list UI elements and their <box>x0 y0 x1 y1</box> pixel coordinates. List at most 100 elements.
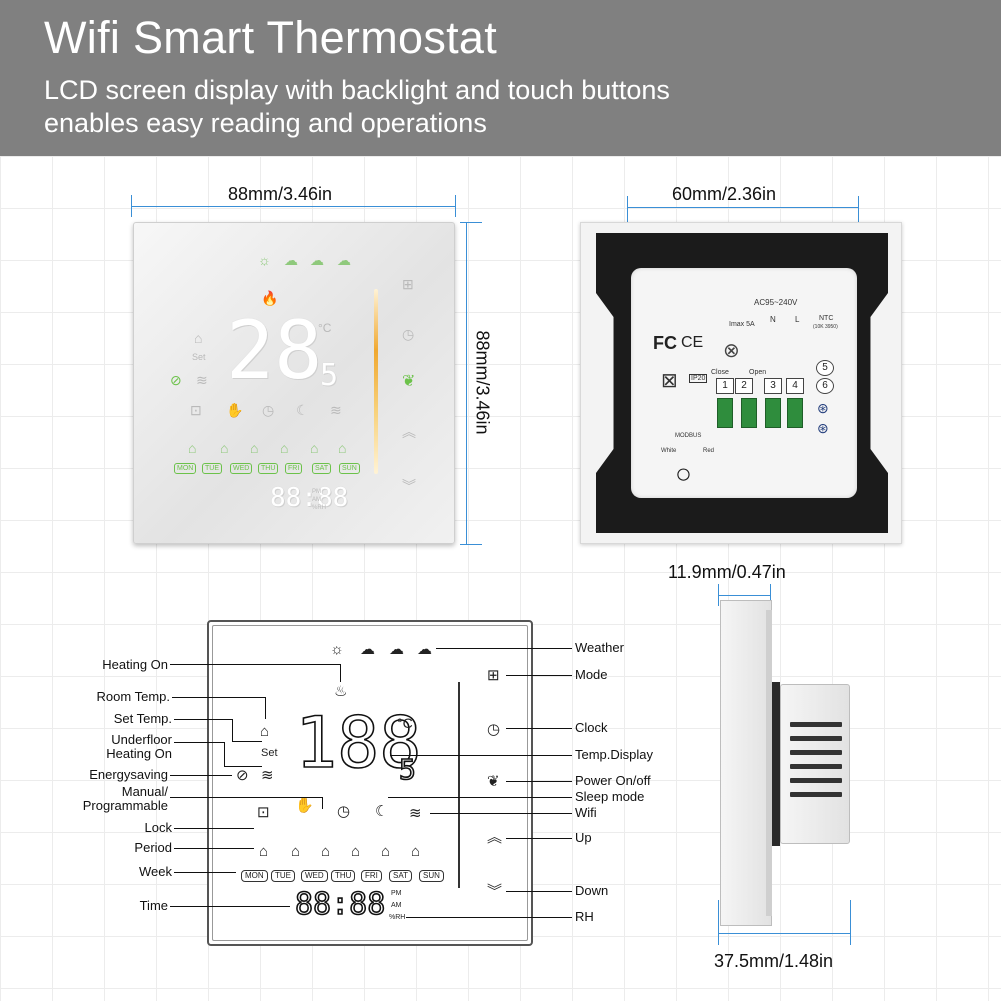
am-label: AM <box>312 497 321 503</box>
vent-slot <box>790 722 842 727</box>
terminal-block <box>787 398 803 428</box>
l-label: L <box>795 315 800 324</box>
sun-icon: ☼ <box>330 641 344 658</box>
leader-line <box>174 828 254 829</box>
energy-icon: ⊘ <box>170 372 182 388</box>
terminal-block <box>717 398 733 428</box>
callout-underfloor-1: Underfloor <box>111 732 172 747</box>
motor-symbol-icon: ⊗ <box>723 340 740 362</box>
rh-label: %RH <box>389 914 406 921</box>
leaf-icon[interactable]: ❦ <box>487 773 500 790</box>
pm-label: PM <box>312 489 321 495</box>
energy-icon: ⊘ <box>236 767 249 784</box>
leader-line <box>506 891 572 892</box>
dim-line-front-width <box>131 206 456 207</box>
day-sat: SAT <box>389 870 412 882</box>
wifi-icon: ≋ <box>330 402 342 418</box>
down-chevron-icon[interactable]: ︾ <box>402 478 416 494</box>
unit-label: °C <box>318 321 332 335</box>
day-tue: TUE <box>271 870 295 882</box>
house-icon: ⌂ <box>260 723 270 740</box>
callout-wifi: Wifi <box>575 805 597 820</box>
leader-line <box>170 797 322 798</box>
slider-bar[interactable] <box>458 682 460 888</box>
period-1-icon: ⌂ <box>259 843 269 860</box>
vent-slot <box>790 750 842 755</box>
page-title: Wifi Smart Thermostat <box>44 12 498 63</box>
leader-line <box>224 742 225 766</box>
cloud-icon: ☁ <box>360 641 375 658</box>
day-tue: TUE <box>202 463 222 474</box>
callout-down: Down <box>575 883 609 898</box>
dim-tick <box>850 900 851 945</box>
period-3-icon: ⌂ <box>321 843 331 860</box>
leader-line <box>340 664 341 682</box>
clock-small-icon: ◷ <box>262 402 275 418</box>
period-2-icon: ⌂ <box>291 843 301 860</box>
leader-line <box>232 741 262 742</box>
n-label: N <box>770 315 776 324</box>
day-mon: MON <box>241 870 268 882</box>
callout-manual-1: Manual/ <box>121 784 168 799</box>
terminal-4: 4 <box>786 378 804 394</box>
vent-slot <box>790 736 842 741</box>
dim-line-side-top <box>718 595 771 596</box>
period-4-icon: ⌂ <box>280 440 289 456</box>
side-gasket <box>772 682 780 846</box>
thermostat-front-photo: ☼ ☁ ☁ ☁ ⊞ 🔥 ⌂ Set 28 5 °C ◷ ⊘ ≋ ❦ ⊡ ✋ ◷ … <box>133 222 455 544</box>
leaf-icon[interactable]: ❦ <box>402 373 416 390</box>
leader-line <box>265 697 266 719</box>
rain-cloud-icon: ☁ <box>389 641 404 658</box>
time-digits: 88:88 <box>270 483 349 513</box>
modbus-port-icon: ○ <box>675 458 692 489</box>
am-label: AM <box>391 902 402 909</box>
leader-line <box>174 719 232 720</box>
down-chevron-icon[interactable]: ︾ <box>487 883 503 900</box>
dim-tick <box>460 222 482 223</box>
dim-tick <box>718 900 719 945</box>
callout-underfloor-2: Heating On <box>106 746 172 761</box>
leader-line <box>430 813 572 814</box>
temp-digits: 28 <box>226 304 323 397</box>
pm-label: PM <box>391 890 402 897</box>
subtitle-line-1: LCD screen display with backlight and to… <box>44 75 670 105</box>
callout-room-temp: Room Temp. <box>96 689 170 704</box>
callout-temp-display: Temp.Display <box>575 747 654 762</box>
side-top-label: 11.9mm/0.47in <box>668 562 786 582</box>
slider-bar[interactable] <box>374 289 378 474</box>
callout-manual-2: Programmable <box>82 798 168 813</box>
thermostat-diagram: ☼ ☁ ☁ ☁ ⊞ ♨ ⌂ Set 188 5 °C ◷ ⊘ ≋ ❦ ⊡ ✋ ◷… <box>207 620 533 946</box>
callout-period: Period <box>134 840 172 855</box>
white-label: White <box>661 448 677 454</box>
vent-slot <box>790 792 842 797</box>
clock-icon: ◷ <box>487 721 501 738</box>
leader-line <box>506 675 572 676</box>
set-label: Set <box>192 352 206 362</box>
back-width-label: 60mm/2.36in <box>672 184 777 204</box>
ntc-sub-label: (10K 3950) <box>813 324 838 330</box>
callout-set-temp: Set Temp. <box>113 711 172 726</box>
rating-label: AC95~240V <box>754 298 798 307</box>
callout-week: Week <box>139 864 172 879</box>
terminal-module: AC95~240V Imax 5A N L NTC (10K 3950) FC … <box>631 268 857 498</box>
up-chevron-icon[interactable]: ︽ <box>402 424 416 440</box>
callout-weather: Weather <box>575 640 624 655</box>
house-icon: ⌂ <box>194 330 203 346</box>
mode-grid-icon: ⊞ <box>487 667 500 684</box>
hand-icon: ✋ <box>295 797 314 814</box>
temp-decimal: 5 <box>398 753 416 786</box>
snow-cloud-icon: ☁ <box>337 252 351 268</box>
day-wed: WED <box>301 870 328 882</box>
leader-line <box>388 797 572 798</box>
flame-icon: ♨ <box>334 683 348 700</box>
screw-icon: ⊛ <box>817 400 829 416</box>
hand-icon: ✋ <box>226 402 244 418</box>
dim-line-back-width <box>627 207 859 208</box>
wifi-icon: ≋ <box>409 805 422 822</box>
rh-label: %RH <box>312 505 327 511</box>
up-chevron-icon[interactable]: ︽ <box>487 829 503 846</box>
terminal-3: 3 <box>764 378 782 394</box>
callout-lock: Lock <box>144 820 172 835</box>
period-5-icon: ⌂ <box>381 843 391 860</box>
day-sun: SUN <box>419 870 444 882</box>
